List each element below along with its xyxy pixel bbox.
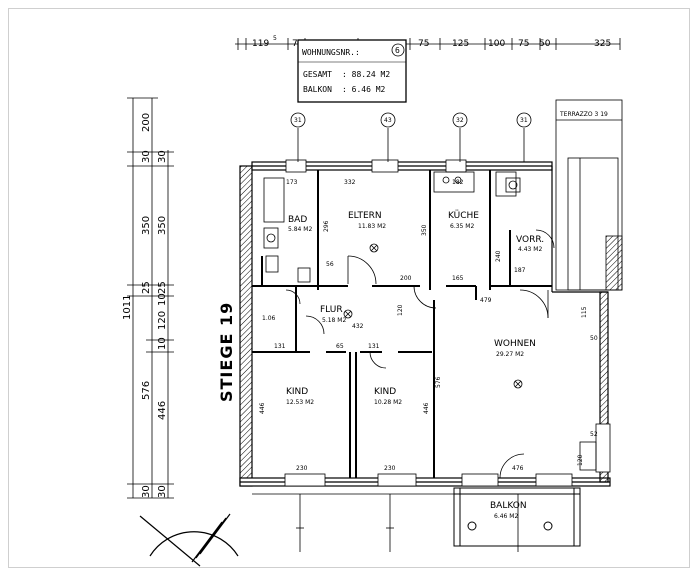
dim-165: 165 bbox=[452, 275, 464, 282]
left-dim-inner-3: 25 bbox=[157, 281, 168, 294]
info-box-total-value: : 88.24 M2 bbox=[342, 70, 390, 79]
axis-bubble-1: 31 bbox=[294, 117, 302, 124]
left-dim-inner-5: 120 bbox=[157, 311, 168, 330]
door-swings bbox=[285, 229, 555, 479]
left-dim-inner-6: 10 bbox=[157, 337, 168, 350]
info-box-title: WOHNUNGSNR.: bbox=[302, 48, 360, 57]
room-kind-2-name: KIND bbox=[374, 387, 396, 397]
room-vorr-name: VORR. bbox=[516, 235, 544, 245]
dim-200: 200 bbox=[400, 275, 412, 282]
dim-240: 240 bbox=[495, 250, 502, 262]
info-box-unit: 6 bbox=[395, 46, 400, 55]
dim-50: 50 bbox=[590, 335, 598, 342]
room-symbols bbox=[343, 243, 523, 389]
room-kind-2-area: 10.28 M2 bbox=[374, 399, 402, 406]
dim-187: 187 bbox=[514, 267, 526, 274]
fixtures bbox=[263, 157, 619, 471]
top-dim-11: 325 bbox=[594, 39, 611, 49]
axis-bubble-4: 31 bbox=[520, 117, 528, 124]
left-dim-inner-8: 30 bbox=[157, 485, 168, 498]
dim-56: 56 bbox=[326, 261, 334, 268]
room-kueche-area: 6.35 M2 bbox=[450, 223, 474, 230]
room-flur-name: FLUR bbox=[320, 305, 343, 315]
top-dim-1: 119 bbox=[252, 39, 269, 49]
dim-131-b: 131 bbox=[368, 343, 380, 350]
dim-173: 173 bbox=[286, 179, 298, 186]
dim-432: 432 bbox=[352, 323, 364, 330]
room-eltern-name: ELTERN bbox=[348, 211, 382, 221]
top-dim-2: 5 bbox=[273, 35, 277, 42]
dim-446-a: 446 bbox=[259, 402, 266, 414]
left-dim-outer-3: 350 bbox=[141, 216, 152, 235]
dim-446-b: 446 bbox=[423, 402, 430, 414]
exterior-walls bbox=[239, 161, 611, 487]
room-balkon-area: 6.46 M2 bbox=[494, 513, 518, 520]
info-box-balcony-value: : 6.46 M2 bbox=[342, 85, 386, 94]
top-dim-10: 50 bbox=[539, 39, 551, 49]
room-wohnen-name: WOHNEN bbox=[494, 339, 536, 349]
info-box-total-label: GESAMT bbox=[303, 70, 332, 79]
left-dim-inner-7: 446 bbox=[157, 401, 168, 420]
axis-bubble-2: 43 bbox=[384, 117, 392, 124]
room-wohnen-area: 29.27 M2 bbox=[496, 351, 524, 358]
dim-230-a: 230 bbox=[296, 465, 308, 472]
info-box bbox=[297, 39, 407, 103]
dim-182: 182 bbox=[452, 179, 464, 186]
top-dim-9: 75 bbox=[518, 39, 529, 49]
dim-332: 332 bbox=[344, 179, 356, 186]
axis-bubble-3: 32 bbox=[456, 117, 464, 124]
dim-52: 52 bbox=[590, 431, 598, 438]
top-dim-7: 125 bbox=[452, 39, 469, 49]
top-dim-8: 100 bbox=[488, 39, 505, 49]
staircase-label: STIEGE 19 bbox=[217, 302, 236, 402]
room-vorr-area: 4.43 M2 bbox=[518, 246, 542, 253]
terrace-label: TERRAZZO 3 19 bbox=[559, 111, 608, 118]
dim-230-b: 230 bbox=[384, 465, 396, 472]
left-dim-outer-2: 30 bbox=[141, 150, 152, 163]
room-bad-name: BAD bbox=[288, 215, 307, 225]
room-kueche-name: KÜCHE bbox=[448, 210, 479, 221]
left-dim-total: 1011 bbox=[122, 295, 133, 320]
left-dim-outer-5: 576 bbox=[141, 381, 152, 400]
dim-65: 65 bbox=[336, 343, 344, 350]
dim-120-b: 120 bbox=[577, 454, 584, 466]
bottom-axis-ticks bbox=[252, 493, 560, 552]
left-dim-outer-1: 200 bbox=[141, 113, 152, 132]
dim-115: 115 bbox=[581, 306, 588, 318]
dim-476: 476 bbox=[512, 465, 524, 472]
axis-markers bbox=[290, 112, 532, 162]
terrace-block bbox=[555, 99, 623, 291]
dim-576: 576 bbox=[435, 376, 442, 388]
room-bad-area: 5.84 M2 bbox=[288, 226, 312, 233]
interior-walls bbox=[252, 170, 552, 478]
room-kind-1-name: KIND bbox=[286, 387, 308, 397]
room-balkon-name: BALKON bbox=[490, 501, 527, 511]
dim-350: 350 bbox=[421, 224, 428, 236]
room-flur-area: 5.18 M2 bbox=[322, 317, 346, 324]
north-arrow bbox=[139, 513, 239, 567]
left-dim-outer-4: 25 bbox=[141, 281, 152, 294]
left-dim-inner-2: 350 bbox=[157, 216, 168, 235]
room-eltern-area: 11.83 M2 bbox=[358, 223, 386, 230]
room-kind-1-area: 12.53 M2 bbox=[286, 399, 314, 406]
left-dim-inner-4: 10 bbox=[157, 293, 168, 306]
dim-296: 296 bbox=[323, 220, 330, 232]
top-dim-6: 75 bbox=[418, 39, 429, 49]
dim-120: 120 bbox=[397, 304, 404, 316]
left-dim-outer-6: 30 bbox=[141, 485, 152, 498]
dim-1-06: 1.06 bbox=[262, 315, 276, 322]
left-dimension-chain bbox=[127, 97, 174, 499]
dim-479: 479 bbox=[480, 297, 492, 304]
info-box-balcony-label: BALKON bbox=[303, 85, 332, 94]
windows bbox=[284, 159, 611, 487]
dim-131-a: 131 bbox=[274, 343, 286, 350]
left-dim-inner-1: 30 bbox=[157, 150, 168, 163]
